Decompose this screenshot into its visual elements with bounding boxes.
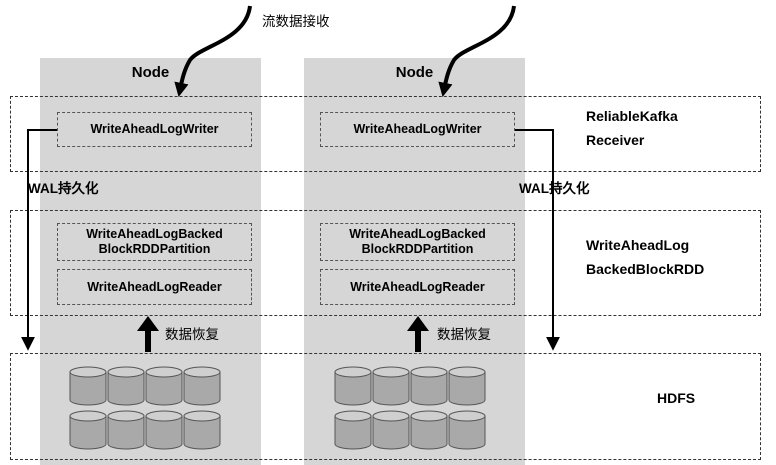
- disk-icon: [107, 366, 145, 406]
- disk-icon: [372, 410, 410, 450]
- wal-writer-box-right: WriteAheadLogWriter: [320, 112, 515, 147]
- data-recovery-label-left: 数据恢复: [165, 327, 219, 343]
- wal-reader-box-left: WriteAheadLogReader: [57, 269, 252, 305]
- recovery-arrow-right: [407, 316, 429, 352]
- rdd-partition-box-left: WriteAheadLogBacked BlockRDDPartition: [57, 223, 252, 261]
- wal-writer-label: WriteAheadLogWriter: [90, 122, 219, 136]
- receiver-band: [10, 96, 761, 172]
- wal-persist-label-right: WAL持久化: [519, 181, 590, 196]
- rdd-partition-box-right: WriteAheadLogBacked BlockRDDPartition: [320, 223, 515, 261]
- disk-icon: [183, 366, 221, 406]
- node-title: Node: [131, 64, 170, 81]
- disk-icon: [145, 366, 183, 406]
- disk-icon: [334, 366, 372, 406]
- partition-label-line1: WriteAheadLogBacked: [86, 227, 223, 241]
- data-recovery-label-right: 数据恢复: [437, 327, 491, 343]
- disk-icon: [410, 366, 448, 406]
- disk-icon: [183, 410, 221, 450]
- wal-reader-label: WriteAheadLogReader: [350, 279, 485, 294]
- incoming-stream-arrow-right: [438, 5, 516, 98]
- hdfs-band: [10, 353, 761, 460]
- disk-icon: [410, 410, 448, 450]
- disk-icon: [69, 410, 107, 450]
- stream-receive-label: 流数据接收: [262, 14, 330, 30]
- receiver-band-label: ReliableKafka Receiver: [586, 108, 678, 148]
- hdfs-disks-left: [69, 366, 221, 450]
- incoming-stream-arrow-left: [174, 5, 252, 98]
- wal-writer-box-left: WriteAheadLogWriter: [57, 112, 252, 147]
- disk-icon: [334, 410, 372, 450]
- recovery-arrow-left: [137, 316, 159, 352]
- wal-reader-box-right: WriteAheadLogReader: [320, 269, 515, 305]
- disk-icon: [145, 410, 183, 450]
- wal-persist-label-left: WAL持久化: [28, 181, 99, 196]
- partition-label-line2: BlockRDDPartition: [98, 242, 211, 256]
- rdd-band: [10, 210, 761, 316]
- partition-label-line2: BlockRDDPartition: [361, 242, 474, 256]
- wal-reader-label: WriteAheadLogReader: [87, 279, 222, 294]
- partition-label-line1: WriteAheadLogBacked: [349, 227, 486, 241]
- wal-persist-arrow-left: [21, 129, 57, 351]
- node-title: Node: [395, 64, 434, 81]
- rdd-band-label: WriteAheadLog BackedBlockRDD: [586, 237, 705, 277]
- disk-icon: [107, 410, 145, 450]
- wal-writer-label: WriteAheadLogWriter: [353, 122, 482, 136]
- wal-persist-arrow-right: [515, 129, 560, 351]
- hdfs-disks-right: [334, 366, 486, 450]
- disk-icon: [448, 366, 486, 406]
- disk-icon: [372, 366, 410, 406]
- disk-icon: [69, 366, 107, 406]
- disk-icon: [448, 410, 486, 450]
- hdfs-band-label: HDFS: [657, 390, 696, 406]
